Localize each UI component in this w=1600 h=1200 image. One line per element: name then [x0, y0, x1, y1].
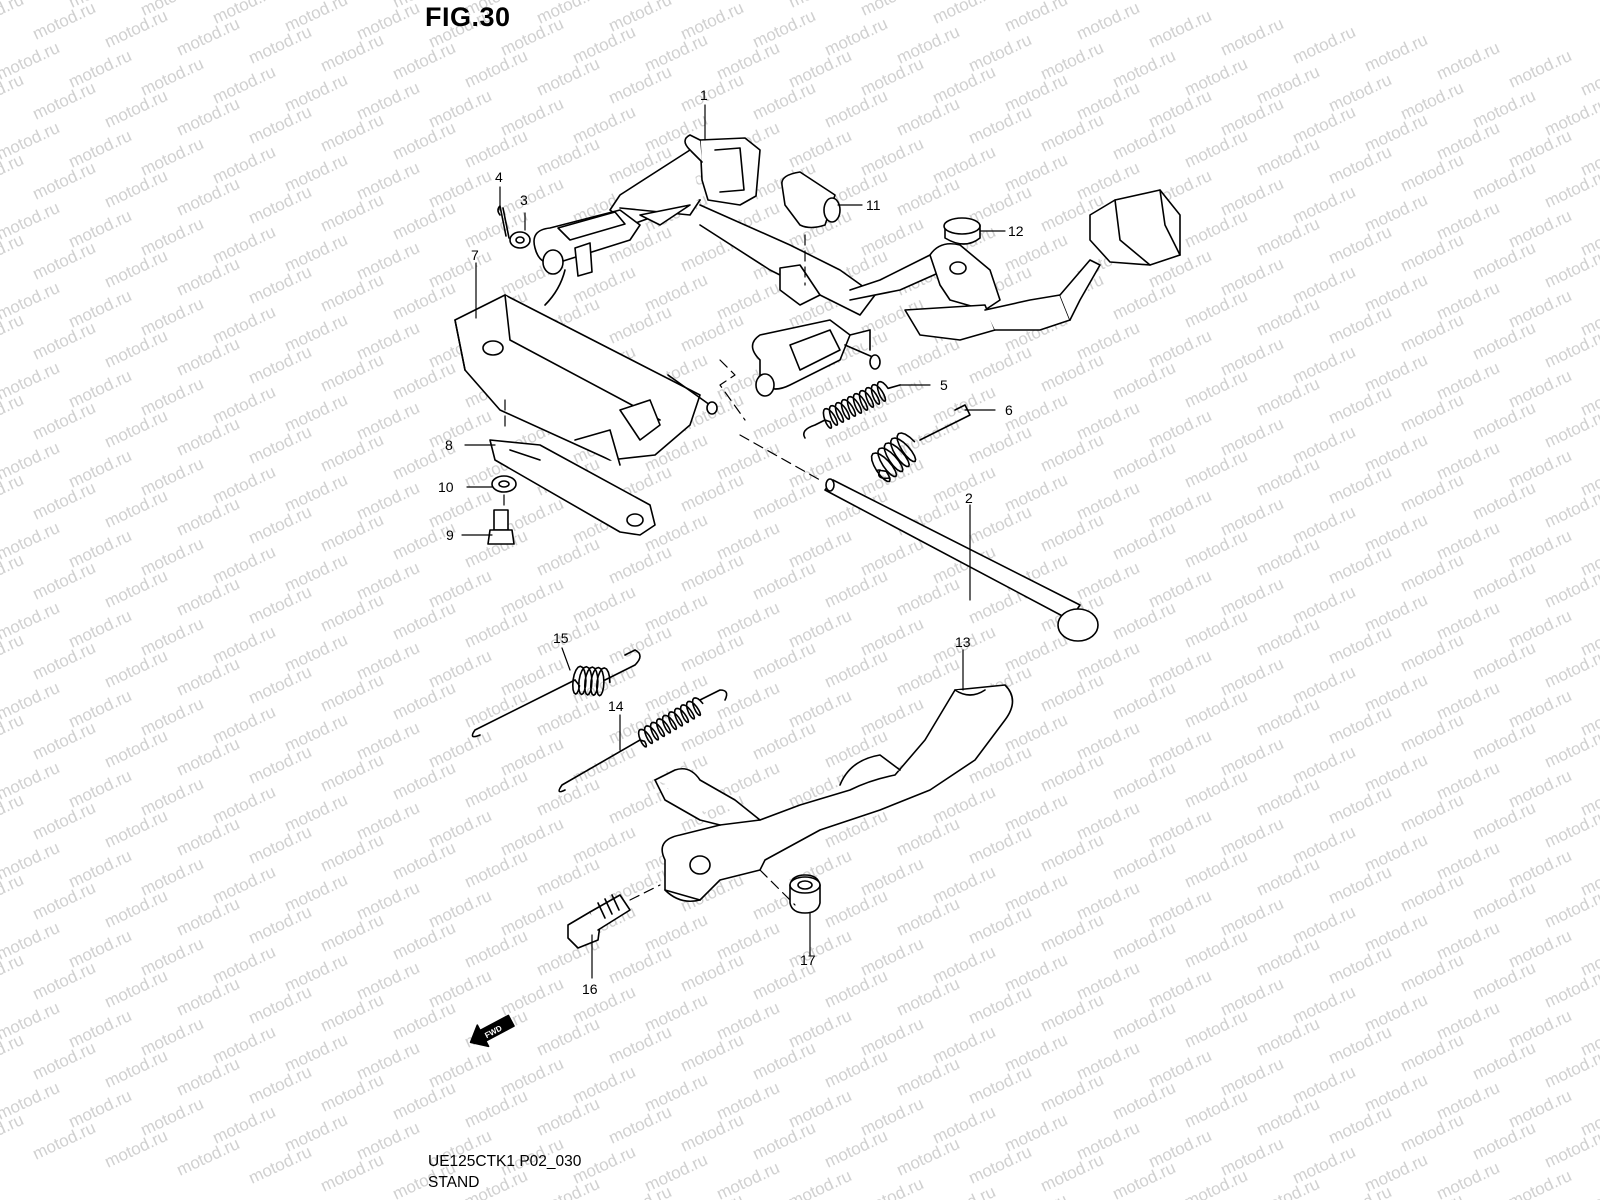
callout-8[interactable]: 8	[445, 437, 453, 453]
part-4-cotter-pin[interactable]	[497, 205, 510, 239]
callout-17[interactable]: 17	[800, 952, 816, 968]
part-12-cap[interactable]	[943, 217, 981, 245]
part-6-spring[interactable]	[870, 404, 971, 483]
callout-leaders	[461, 104, 1006, 979]
part-9-bolt[interactable]	[487, 509, 515, 545]
part-5-spring[interactable]	[802, 380, 901, 439]
callout-13[interactable]: 13	[955, 634, 971, 650]
callout-3[interactable]: 3	[520, 192, 528, 208]
part-7-bracket[interactable]	[454, 294, 718, 466]
callout-1[interactable]: 1	[700, 87, 708, 103]
assembly-lines	[503, 234, 821, 906]
fwd-arrow-icon: FWD	[469, 1014, 515, 1048]
part-14-spring[interactable]	[558, 689, 728, 793]
callout-16[interactable]: 16	[582, 981, 598, 997]
callout-7[interactable]: 7	[471, 247, 479, 263]
part-3-washer[interactable]	[509, 231, 531, 249]
callout-labels: 1 2 3 4 5 6 7 8 9 10 11 12 13 14 15 16 1…	[438, 87, 1024, 997]
part-16-bolt[interactable]	[567, 894, 631, 949]
figure-name: STAND	[428, 1174, 480, 1191]
callout-5[interactable]: 5	[940, 377, 948, 393]
part-15-spring[interactable]	[471, 649, 641, 738]
part-8-plate[interactable]	[489, 439, 656, 536]
callout-12[interactable]: 12	[1008, 223, 1024, 239]
part-11-bushing[interactable]	[781, 171, 841, 229]
callout-14[interactable]: 14	[608, 698, 624, 714]
callout-9[interactable]: 9	[446, 527, 454, 543]
callout-2[interactable]: 2	[965, 490, 973, 506]
figure-title: FIG.30	[425, 2, 511, 32]
part-10-washer[interactable]	[491, 475, 517, 493]
part-13-side-stand[interactable]	[654, 684, 1014, 903]
callout-10[interactable]: 10	[438, 479, 454, 495]
callout-11[interactable]: 11	[866, 197, 881, 213]
callout-4[interactable]: 4	[495, 169, 503, 185]
part-17-nut[interactable]	[789, 874, 821, 914]
callout-15[interactable]: 15	[553, 630, 569, 646]
part-main-stand[interactable]	[533, 134, 1181, 397]
figure-code: UE125CTK1 P02_030	[428, 1153, 582, 1170]
callout-6[interactable]: 6	[1005, 402, 1013, 418]
part-2-shaft[interactable]	[824, 478, 1099, 642]
